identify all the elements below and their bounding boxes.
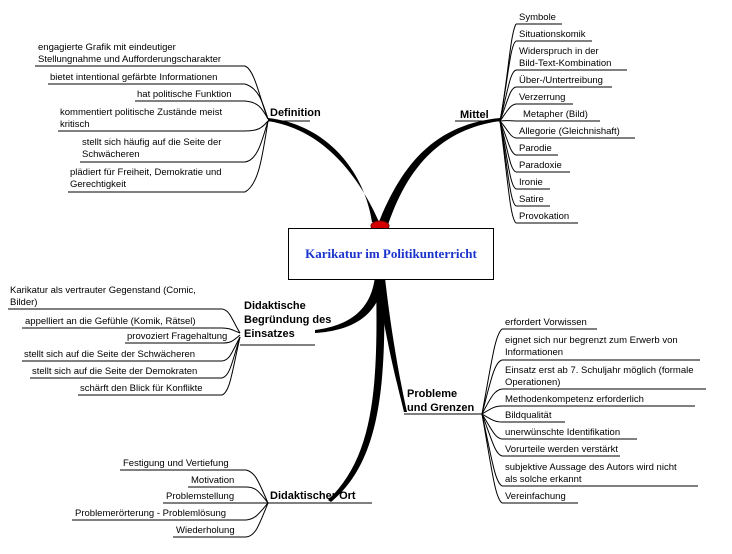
begruendung-item-4: stellt sich auf die Seite der Schwächere… xyxy=(24,349,196,360)
mittel-item-1: Symbole xyxy=(519,12,556,23)
mittel-item-7: Allegorie (Gleichnishaft) xyxy=(519,126,620,137)
probleme-item-1: erfordert Vorwissen xyxy=(505,317,587,328)
mittel-item-11: Satire xyxy=(519,194,544,205)
begruendung-item-3: provoziert Fragehaltung xyxy=(127,331,228,342)
branch-probleme-stroke xyxy=(377,278,407,412)
begruendung-sublines xyxy=(8,308,315,396)
begruendung-item-1: Karikatur als vertrauter Gegenstand (Com… xyxy=(10,285,196,308)
probleme-item-5: Bildqualität xyxy=(505,410,552,421)
mittel-item-4: Über-/Untertreibung xyxy=(519,75,603,86)
branch-probleme-title[interactable]: Probleme und Grenzen xyxy=(407,388,475,414)
definition-item-5: stellt sich häufig auf die Seite der Sch… xyxy=(82,137,222,160)
ort-item-3: Problemstellung xyxy=(166,491,235,502)
begruendung-item-2: appelliert an die Gefühle (Komik, Rätsel… xyxy=(25,316,196,327)
probleme-item-7: Vorurteile werden verstärkt xyxy=(505,444,618,455)
begruendung-item-5: stellt sich auf die Seite der Demokraten xyxy=(32,366,198,377)
mittel-item-2: Situationskomik xyxy=(519,29,586,40)
mittel-item-9: Paradoxie xyxy=(519,160,562,171)
branch-definition-stroke xyxy=(268,118,380,224)
ort-item-2: Motivation xyxy=(191,475,235,486)
mittel-sublines xyxy=(455,23,635,224)
mittel-item-10: Ironie xyxy=(519,177,543,188)
definition-item-3: hat politische Funktion xyxy=(137,89,232,100)
definition-item-6: plädiert für Freiheit, Demokratie und Ge… xyxy=(70,167,222,190)
branch-begruendung-title[interactable]: Didaktische Begründung des Einsatzes xyxy=(244,300,332,340)
definition-item-2: bietet intentional gefärbte Informatione… xyxy=(50,72,218,83)
ort-item-4: Problemerörterung - Problemlösung xyxy=(75,508,227,519)
probleme-item-9: Vereinfachung xyxy=(505,491,566,502)
branch-ort-stroke xyxy=(328,278,385,502)
mittel-item-5: Verzerrung xyxy=(519,92,566,103)
probleme-item-4: Methodenkompetenz erforderlich xyxy=(505,394,644,405)
central-topic[interactable]: Karikatur im Politikunterricht xyxy=(288,228,494,280)
probleme-sublines xyxy=(404,328,706,504)
probleme-item-8: subjektive Aussage des Autors wird nicht… xyxy=(505,462,677,485)
ort-sublines xyxy=(72,469,372,538)
branch-definition-title[interactable]: Definition xyxy=(270,107,321,119)
probleme-item-3: Einsatz erst ab 7. Schuljahr möglich (fo… xyxy=(505,365,694,388)
mittel-item-6: Metapher (Bild) xyxy=(523,109,588,120)
mittel-item-12: Provokation xyxy=(519,211,570,222)
ort-item-5: Wiederholung xyxy=(176,525,235,536)
definition-item-4: kommentiert politische Zustände meist kr… xyxy=(60,107,223,130)
branch-ort-title[interactable]: Didaktischer Ort xyxy=(270,490,356,502)
ort-item-1: Festigung und Vertiefung xyxy=(123,458,229,469)
branch-mittel-title[interactable]: Mittel xyxy=(460,109,489,121)
begruendung-item-6: schärft den Blick für Konflikte xyxy=(80,383,203,394)
mittel-item-3: Widerspruch in der Bild-Text-Kombination xyxy=(519,46,612,69)
definition-sublines xyxy=(35,65,310,193)
branch-mittel-stroke xyxy=(378,118,500,225)
mittel-item-8: Parodie xyxy=(519,143,552,154)
definition-item-1: engagierte Grafik mit eindeutiger Stellu… xyxy=(38,42,222,65)
probleme-item-2: eignet sich nur begrenzt zum Erwerb von … xyxy=(505,335,678,358)
probleme-item-6: unerwünschte Identifikation xyxy=(505,427,621,438)
